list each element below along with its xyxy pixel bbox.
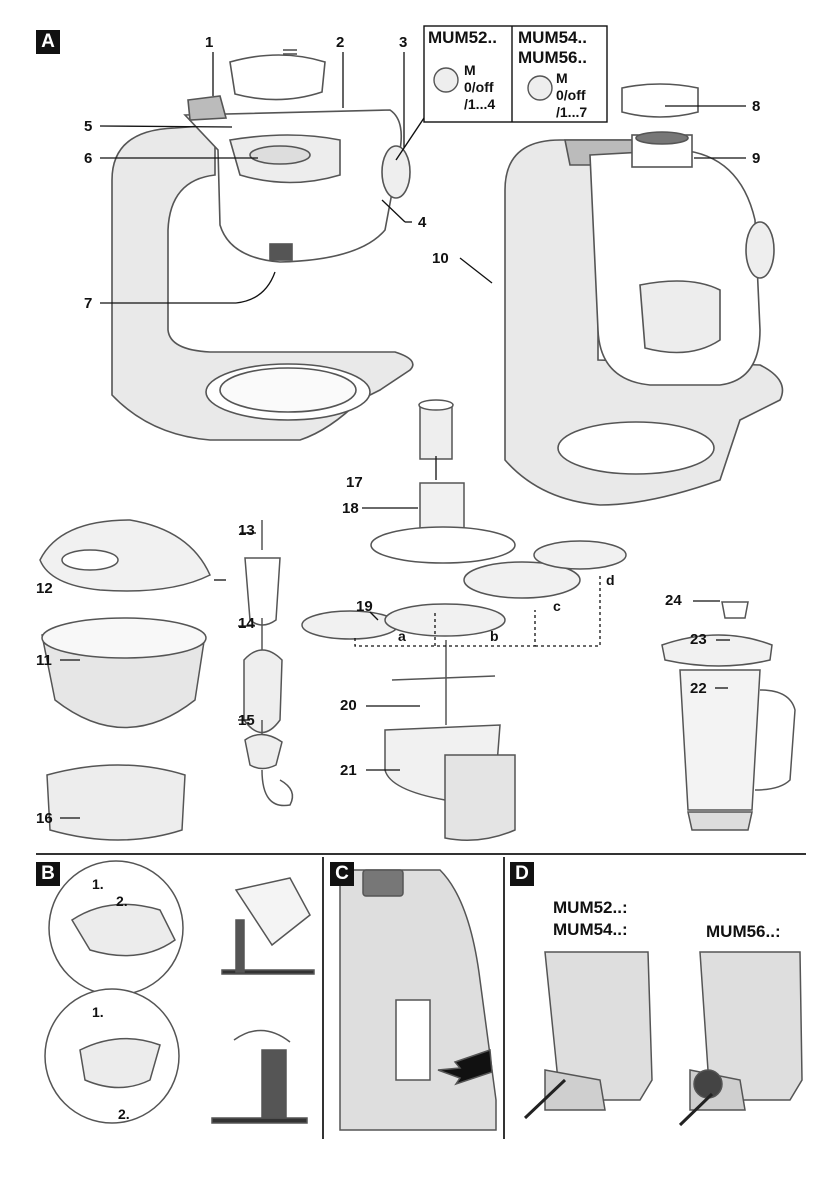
dial-callout-box: [395, 25, 608, 161]
disc-letter-b: b: [490, 628, 499, 644]
section-b-illustrations: [44, 860, 315, 1124]
callout-18: 18: [342, 500, 359, 517]
callout-2: 2: [336, 34, 345, 51]
dial-right-m: M: [556, 70, 568, 86]
callout-3: 3: [399, 34, 408, 51]
callout-8: 8: [752, 98, 761, 115]
callout-lines: [60, 52, 746, 819]
dial-left-off: 0/off: [464, 79, 494, 95]
callout-1: 1: [205, 34, 214, 51]
callout-12: 12: [36, 580, 53, 597]
callout-14: 14: [238, 615, 255, 632]
callout-13: 13: [238, 522, 255, 539]
dial-model-left: MUM52..: [428, 28, 497, 47]
section-label-b: B: [36, 862, 60, 886]
callout-9: 9: [752, 150, 761, 167]
accessories-left: [39, 519, 294, 841]
step-b-1: 1.: [92, 876, 104, 892]
callout-24: 24: [665, 592, 682, 609]
callout-15: 15: [238, 712, 255, 729]
section-label-a: A: [36, 30, 60, 54]
blender-illustration: [661, 601, 796, 831]
dial-left-m: M: [464, 62, 476, 78]
step-b-2-second: 2.: [118, 1106, 130, 1122]
section-d-models-left-1: MUM52..:: [553, 898, 628, 917]
step-b-2: 2.: [116, 893, 128, 909]
section-d-models-left-2: MUM54..:: [553, 920, 628, 939]
callout-10: 10: [432, 250, 449, 267]
dial-model-right-2: MUM56..: [518, 48, 587, 67]
disc-letter-c: c: [553, 598, 561, 614]
callout-4: 4: [418, 214, 427, 231]
callout-6: 6: [84, 150, 93, 167]
dial-right-range: /1...7: [556, 104, 588, 120]
section-d-illustrations: [523, 951, 803, 1127]
disc-letter-d: d: [606, 572, 615, 588]
section-d-models-right: MUM56..:: [706, 922, 781, 941]
callout-21: 21: [340, 762, 357, 779]
mixer-right-illustration: [504, 83, 784, 506]
dial-left-range: /1...4: [464, 96, 496, 112]
mixer-left-illustration: [111, 49, 414, 441]
food-processor-illustration: [301, 399, 627, 841]
callout-5: 5: [84, 118, 93, 135]
disc-letter-a: a: [398, 628, 406, 644]
callout-16: 16: [36, 810, 53, 827]
section-label-c: C: [330, 862, 354, 886]
callout-20: 20: [340, 697, 357, 714]
callout-19: 19: [356, 598, 373, 615]
callout-22: 22: [690, 680, 707, 697]
section-label-d: D: [510, 862, 534, 886]
callout-23: 23: [690, 631, 707, 648]
callout-7: 7: [84, 295, 93, 312]
section-c-illustration: [339, 869, 497, 1131]
step-b-1-second: 1.: [92, 1004, 104, 1020]
dial-right-off: 0/off: [556, 87, 586, 103]
section-divider: [36, 853, 806, 855]
callout-11: 11: [36, 652, 52, 669]
callout-17: 17: [346, 474, 363, 491]
dial-model-right-1: MUM54..: [518, 28, 587, 47]
